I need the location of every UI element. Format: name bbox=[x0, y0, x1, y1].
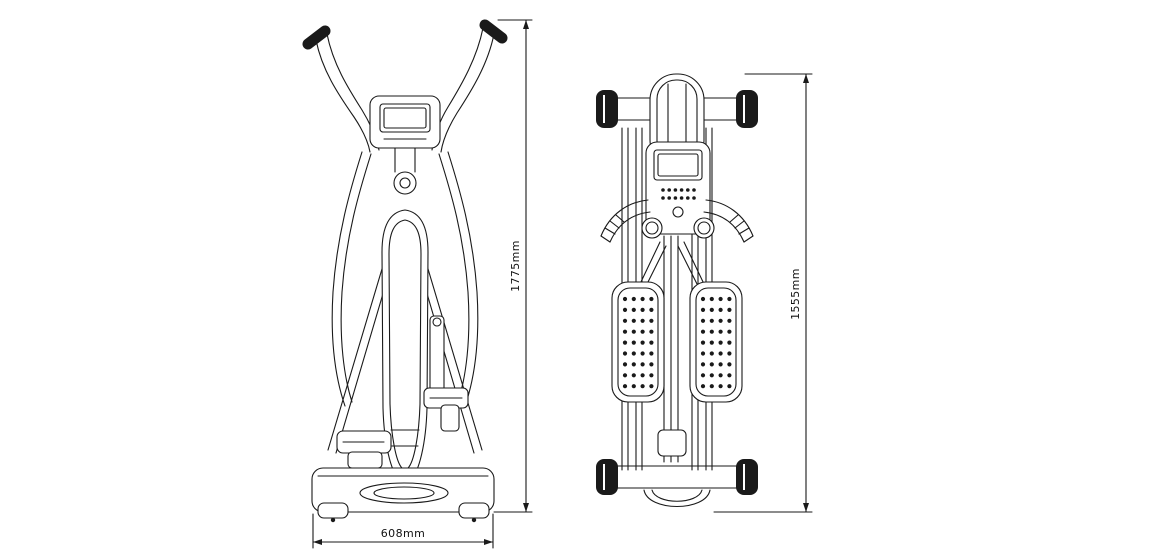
front-foot-left bbox=[318, 503, 348, 518]
top-console-buttons bbox=[661, 188, 696, 200]
top-pedal-right-dots bbox=[700, 296, 732, 389]
top-front-stabilizer bbox=[596, 90, 758, 128]
cup-holder-right bbox=[694, 218, 714, 238]
top-rear-stabilizer bbox=[596, 459, 758, 495]
front-console-screen bbox=[380, 104, 430, 132]
dimension-height: 1775mm bbox=[494, 20, 532, 512]
top-center-bracket bbox=[658, 430, 686, 456]
top-view bbox=[596, 74, 758, 507]
top-center-beam bbox=[664, 236, 678, 462]
top-pedal-right bbox=[690, 282, 742, 402]
front-pivot bbox=[394, 172, 416, 194]
arrowhead-up bbox=[523, 20, 529, 29]
dimension-width-label: 608mm bbox=[381, 527, 425, 540]
dimension-length-label: 1555mm bbox=[789, 268, 802, 320]
top-handlebar-left bbox=[601, 200, 650, 242]
top-pedal-left bbox=[612, 282, 664, 402]
front-view bbox=[308, 25, 502, 523]
arrowhead-right bbox=[484, 539, 493, 545]
arrowhead-down bbox=[523, 503, 529, 512]
top-console-screen bbox=[654, 150, 702, 180]
front-console bbox=[370, 96, 440, 194]
front-swing-arm-right bbox=[439, 152, 478, 406]
dimension-width: 608mm bbox=[313, 514, 493, 548]
top-handlebar-right bbox=[704, 200, 753, 242]
top-console bbox=[642, 142, 714, 238]
arrowhead-up bbox=[803, 74, 809, 83]
front-transport-wheel-left bbox=[596, 90, 618, 128]
arrowhead-left bbox=[313, 539, 322, 545]
dimension-length: 1555mm bbox=[714, 74, 812, 512]
front-base bbox=[312, 468, 494, 523]
front-handlebar-right bbox=[432, 25, 502, 152]
rear-foot-cap-left bbox=[596, 459, 618, 495]
top-console-dial bbox=[673, 207, 683, 217]
front-transport-wheel-right bbox=[736, 90, 758, 128]
cup-holder-left bbox=[642, 218, 662, 238]
front-foot-right bbox=[459, 503, 489, 518]
front-pedal-left bbox=[337, 431, 391, 468]
front-pedal-right bbox=[424, 316, 468, 431]
top-crank-links bbox=[640, 242, 704, 286]
front-swing-arm-left bbox=[332, 152, 371, 406]
top-rear-handle bbox=[644, 490, 710, 507]
front-handlebar-left bbox=[308, 31, 379, 152]
top-pedal-left-dots bbox=[622, 296, 654, 389]
dimension-height-label: 1775mm bbox=[509, 240, 522, 292]
arrowhead-down bbox=[803, 503, 809, 512]
rear-foot-cap-right bbox=[736, 459, 758, 495]
